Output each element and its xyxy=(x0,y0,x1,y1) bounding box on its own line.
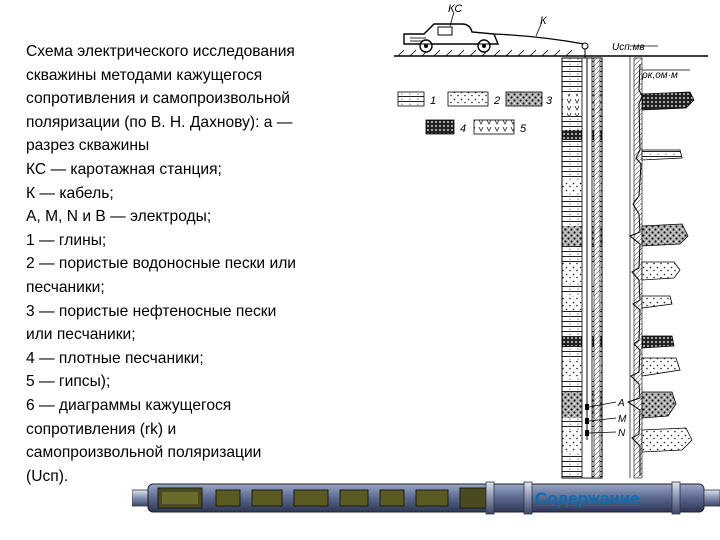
description-line: (Uсп). xyxy=(26,467,69,485)
electrode-label-m: М xyxy=(618,414,627,425)
description-line: самопроизвольной поляризации xyxy=(26,444,262,462)
logging-station-truck-icon xyxy=(403,23,500,53)
resistivity-curve-label: ρк,ом·м xyxy=(641,70,678,81)
description-line: К — кабель; xyxy=(26,184,114,202)
legend-label-4: 4 xyxy=(460,123,466,135)
station-label: КС xyxy=(448,3,462,15)
description-line: 3 — пористые нефтеносные пески xyxy=(26,302,277,320)
ground-surface xyxy=(394,49,708,57)
well-section-diagram: КС К 1 2 3 4 5 xyxy=(394,3,708,479)
electrode-label-n: N xyxy=(618,428,626,439)
well-column xyxy=(561,57,603,479)
legend-swatch-clay xyxy=(397,91,425,107)
description-line: 4 — плотные песчаники; xyxy=(26,349,204,367)
legend-label-5: 5 xyxy=(520,123,527,135)
description-line: разрез скважины xyxy=(26,137,150,155)
description-line: сопротивления (rk) и xyxy=(26,420,177,438)
sp-curve-label: Uсп.мв xyxy=(612,42,645,53)
description-line: поляризации (по В. Н. Дахнову): а — xyxy=(26,113,293,131)
drill-pipe-decoration xyxy=(132,481,720,515)
legend-swatch-dense-sandstone xyxy=(425,119,455,135)
description-line: или песчаники; xyxy=(26,326,136,344)
legend: 1 2 3 4 5 xyxy=(397,91,553,135)
electrode-label-a: А xyxy=(617,398,625,409)
legend-swatch-oil-sand xyxy=(505,91,543,107)
resistivity-curve xyxy=(641,91,695,453)
contents-link[interactable]: Содержание xyxy=(535,489,640,508)
description-line: Схема электрического исследования xyxy=(26,43,295,60)
electrode-sonde xyxy=(585,401,617,436)
legend-swatch-water-sand xyxy=(447,91,489,107)
sp-curve xyxy=(626,63,643,476)
description-line: 2 — пористые водоносные пески или xyxy=(26,255,296,273)
description-line: 5 — гипсы); xyxy=(26,373,111,391)
cable-label: К xyxy=(540,15,547,27)
cable xyxy=(493,21,589,58)
legend-label-2: 2 xyxy=(493,95,500,107)
description-line: сопротивления и самопроизвольной xyxy=(26,90,290,108)
description-text: Схема электрического исследования скважи… xyxy=(26,40,386,488)
description-line: скважины методами кажущегося xyxy=(26,66,263,84)
description-line: 1 — глины; xyxy=(26,231,107,249)
description-line: 6 — диаграммы кажущегося xyxy=(26,396,232,414)
legend-label-1: 1 xyxy=(430,95,436,107)
description-line: КС — каротажная станция; xyxy=(26,160,222,178)
description-line: А, М, N и В — электроды; xyxy=(26,208,212,226)
description-line: песчаники; xyxy=(26,278,105,296)
legend-swatch-gypsum xyxy=(473,119,515,135)
legend-label-3: 3 xyxy=(546,95,553,107)
